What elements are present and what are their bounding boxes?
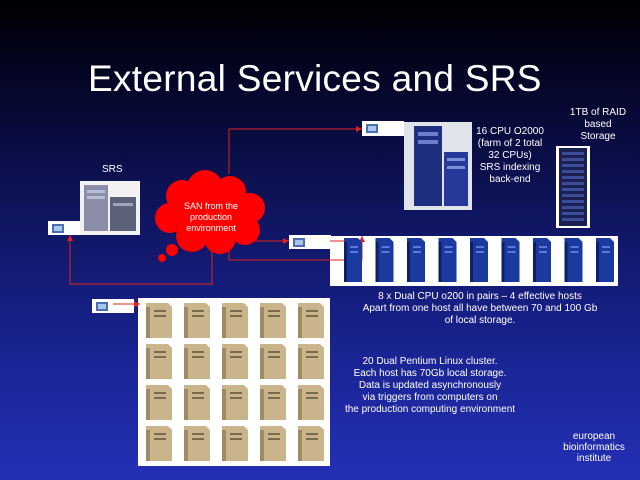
san-line: SAN from the	[183, 201, 239, 211]
raid-line: based	[584, 119, 612, 130]
linux-line: Data is updated asynchronously	[358, 380, 502, 391]
o2000-line: back-end	[489, 174, 531, 185]
san-line: environment	[186, 223, 236, 233]
o2000-server-image	[404, 122, 472, 210]
beige-pc-icon	[260, 426, 286, 461]
network-switch-icon	[366, 124, 378, 133]
o200-line: Apart from one host all have between 70 …	[362, 303, 598, 314]
srs-server-image	[80, 181, 140, 235]
beige-pc-icon	[298, 426, 324, 461]
beige-pc-icon	[146, 426, 172, 461]
institute-line: institute	[576, 453, 612, 464]
institute-line: european	[572, 431, 616, 442]
beige-pc-icon	[298, 344, 324, 379]
institute-logo-text: european bioinformatics institute	[552, 431, 636, 464]
blue-server-icon	[596, 238, 614, 282]
linux-line: via triggers from computers on	[362, 392, 498, 403]
switch-strip-linux	[92, 299, 134, 313]
raid-description: 1TB of RAID based Storage	[560, 107, 636, 143]
raid-storage-image	[556, 146, 590, 228]
san-line: production	[189, 212, 233, 222]
beige-pc-icon	[298, 385, 324, 420]
beige-pc-icon	[184, 303, 210, 338]
beige-pc-icon	[260, 385, 286, 420]
beige-pc-icon	[222, 385, 248, 420]
beige-pc-icon	[260, 344, 286, 379]
beige-pc-icon	[184, 426, 210, 461]
institute-line: bioinformatics	[563, 442, 625, 453]
o2000-line: (farm of 2 total	[477, 138, 543, 149]
beige-pc-icon	[146, 344, 172, 379]
beige-pc-icon	[184, 344, 210, 379]
network-switch-icon	[293, 238, 305, 247]
san-cloud-shape	[155, 170, 265, 262]
o2000-line: 16 CPU O2000	[476, 126, 544, 137]
san-cloud-label: SAN from the production environment	[176, 201, 246, 234]
blue-server-icon	[407, 238, 425, 282]
raid-line: Storage	[580, 131, 616, 142]
slide-title: External Services and SRS	[88, 58, 542, 99]
blue-server-icon	[564, 238, 583, 282]
linux-line: the production computing environment	[344, 404, 516, 415]
network-switch-icon	[52, 224, 64, 233]
network-switch-icon	[96, 302, 108, 311]
blue-server-icon	[470, 238, 488, 282]
linux-line: Each host has 70Gb local storage.	[353, 368, 507, 379]
linux-line: 20 Dual Pentium Linux cluster.	[362, 356, 498, 367]
beige-pc-icon	[298, 303, 324, 338]
beige-pc-icon	[146, 385, 172, 420]
raid-line: 1TB of RAID	[569, 107, 627, 118]
blue-server-icon	[533, 238, 551, 282]
beige-pc-icon	[222, 303, 248, 338]
linux-cluster-description: 20 Dual Pentium Linux cluster. Each host…	[330, 356, 530, 416]
blue-server-icon	[438, 238, 457, 282]
blue-server-icon	[344, 238, 362, 282]
o200-line: 8 x Dual CPU o200 in pairs – 4 effective…	[378, 291, 582, 302]
blue-server-icon	[375, 238, 394, 282]
o200-farm-description: 8 x Dual CPU o200 in pairs – 4 effective…	[330, 291, 630, 327]
o2000-line: 32 CPUs)	[488, 150, 532, 161]
beige-pc-icon	[222, 426, 248, 461]
srs-label: SRS	[102, 164, 123, 175]
beige-pc-icon	[222, 344, 248, 379]
beige-pc-icon	[184, 385, 210, 420]
blue-server-icon	[501, 238, 520, 282]
o200-line: of local storage.	[444, 315, 516, 326]
switch-strip-mid	[289, 235, 331, 249]
o2000-description: 16 CPU O2000 (farm of 2 total 32 CPUs) S…	[470, 126, 550, 186]
beige-pc-icon	[146, 303, 172, 338]
switch-strip-srs	[48, 221, 90, 235]
o2000-line: SRS indexing	[479, 162, 541, 173]
switch-strip-top	[362, 121, 404, 136]
beige-pc-icon	[260, 303, 286, 338]
